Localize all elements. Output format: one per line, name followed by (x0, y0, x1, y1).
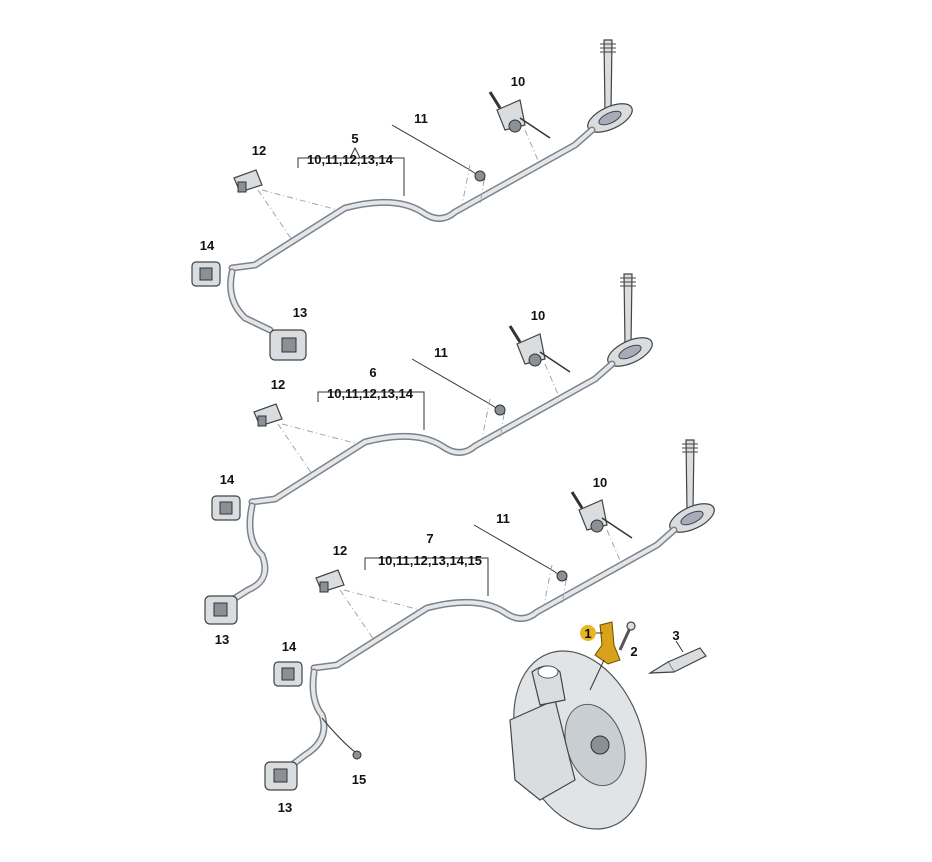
grease-tube (647, 640, 707, 674)
brake-disc-assembly (509, 650, 647, 830)
callout-clip: 10 (511, 74, 525, 89)
harness-assembly-5: 5 10,11,12,13,14 10 11 12 14 13 (192, 40, 636, 361)
callout-contents: 10,11,12,13,14 (307, 152, 394, 167)
callout-holder: 12 (333, 543, 347, 558)
callout-tie: 11 (496, 511, 510, 526)
callout-sensor: 1 (584, 626, 591, 641)
callout-harness: 5 (351, 131, 358, 146)
callout-tie: 11 (434, 345, 448, 360)
callout-connector: 14 (220, 472, 235, 487)
callout-contents: 10,11,12,13,14 (327, 386, 414, 401)
callout-holder: 12 (252, 143, 266, 158)
callout-connector: 13 (215, 632, 229, 647)
callout-tie: 11 (414, 111, 428, 126)
highlight-badge (580, 625, 596, 641)
harness-assembly-7: 7 10,11,12,13,14,15 10 11 12 14 15 13 (264, 440, 718, 815)
callout-connector: 14 (282, 639, 297, 654)
callout-holder: 12 (271, 377, 285, 392)
callout-grease: 3 (672, 628, 679, 643)
callout-clip: 10 (593, 475, 607, 490)
callout-contents: 10,11,12,13,14,15 (378, 553, 482, 568)
callout-harness: 7 (426, 531, 433, 546)
callout-clip: 10 (531, 308, 545, 323)
callout-connector: 13 (293, 305, 307, 320)
callout-bolt: 2 (630, 644, 637, 659)
callout-harness: 6 (369, 365, 376, 380)
callout-ground: 15 (352, 772, 366, 787)
bolt (618, 621, 636, 651)
harness-assembly-6: 6 10,11,12,13,14 10 11 12 14 13 (204, 274, 656, 647)
callout-connector: 14 (200, 238, 215, 253)
callout-connector: 13 (278, 800, 292, 815)
